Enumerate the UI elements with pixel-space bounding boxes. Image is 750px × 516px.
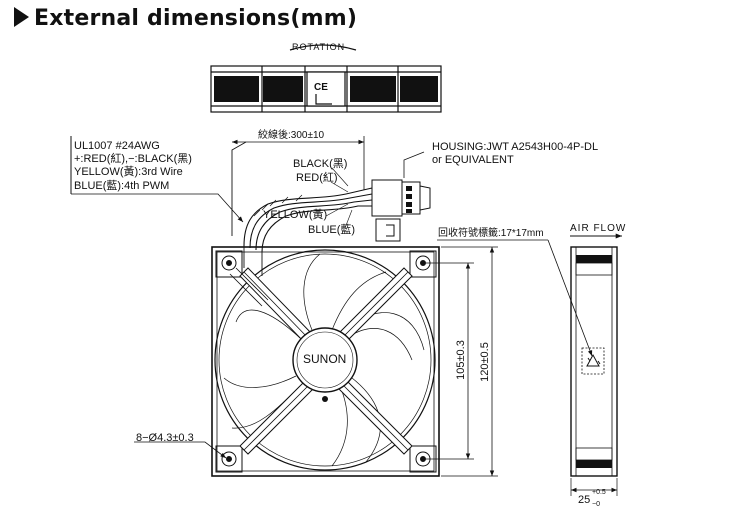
hub-label: SUNON: [303, 352, 346, 366]
housing-line-1: HOUSING:JWT A2543H00-4P-DL: [432, 141, 598, 153]
side-outline: [570, 246, 618, 477]
wire-label-yellow: YELLOW(黃): [263, 208, 327, 221]
wire-spec-line-3: YELLOW(黃):3rd Wire: [74, 165, 183, 178]
ce-mark: CE: [314, 82, 328, 93]
mount-hole-bl: [221, 451, 237, 467]
wire-spec: UL1007 #24AWG +:RED(紅),−:BLACK(黑) YELLOW…: [70, 136, 244, 223]
recycle-label-text: 回收符號標籤:17*17mm: [438, 226, 544, 239]
mount-hole-tl: [221, 255, 237, 271]
holes-label: 8−Ø4.3±0.3: [136, 432, 194, 444]
frame-outline: [211, 246, 440, 477]
housing-line-2: or EQUIVALENT: [432, 154, 514, 166]
fan-opening: [214, 249, 436, 471]
thickness-tol-upper: +0.5: [592, 489, 606, 496]
cable-length-label: 絞線後:300±10: [258, 128, 325, 141]
recycle-icon: [586, 353, 601, 367]
down-arrow-icon: [315, 94, 332, 105]
rotation-arc: [289, 44, 357, 51]
top-view: ROTATION CE: [210, 42, 442, 113]
thickness-main: 25: [578, 494, 590, 506]
rotation-label: ROTATION: [292, 42, 345, 52]
front-view: [211, 246, 440, 477]
airflow-label: AIR FLOW: [570, 223, 626, 234]
hole-spacing-label: 105±0.3: [455, 340, 467, 380]
side-view: [570, 233, 622, 496]
frame-size-label: 120±0.5: [479, 342, 491, 382]
cable: 絞線後:300±10 BLACK(黑) RED(紅) YELLOW(黃) BLU…: [231, 128, 373, 253]
wire-spec-line-1: UL1007 #24AWG: [74, 140, 160, 152]
wire-spec-line-4: BLUE(藍):4th PWM: [74, 179, 169, 192]
page-title: External dimensions(mm): [14, 6, 357, 31]
top-view-outline: [210, 65, 442, 113]
recycle-leader: [547, 239, 593, 357]
holes-leader: [134, 441, 227, 459]
play-arrow-icon: [14, 7, 29, 27]
wire-label-blue: BLUE(藍): [308, 223, 355, 236]
wire-label-red: RED(紅): [296, 171, 338, 184]
wire-spec-line-2: +:RED(紅),−:BLACK(黑): [74, 152, 192, 165]
dimension-lines: [134, 246, 498, 477]
fan-hub: [292, 327, 358, 393]
wire-spec-leader: [71, 193, 244, 223]
wire-label-black: BLACK(黑): [293, 157, 347, 170]
thickness-tol-lower: −0: [592, 501, 600, 508]
connector-housing: [371, 151, 431, 242]
page-title-text: External dimensions(mm): [34, 6, 358, 31]
